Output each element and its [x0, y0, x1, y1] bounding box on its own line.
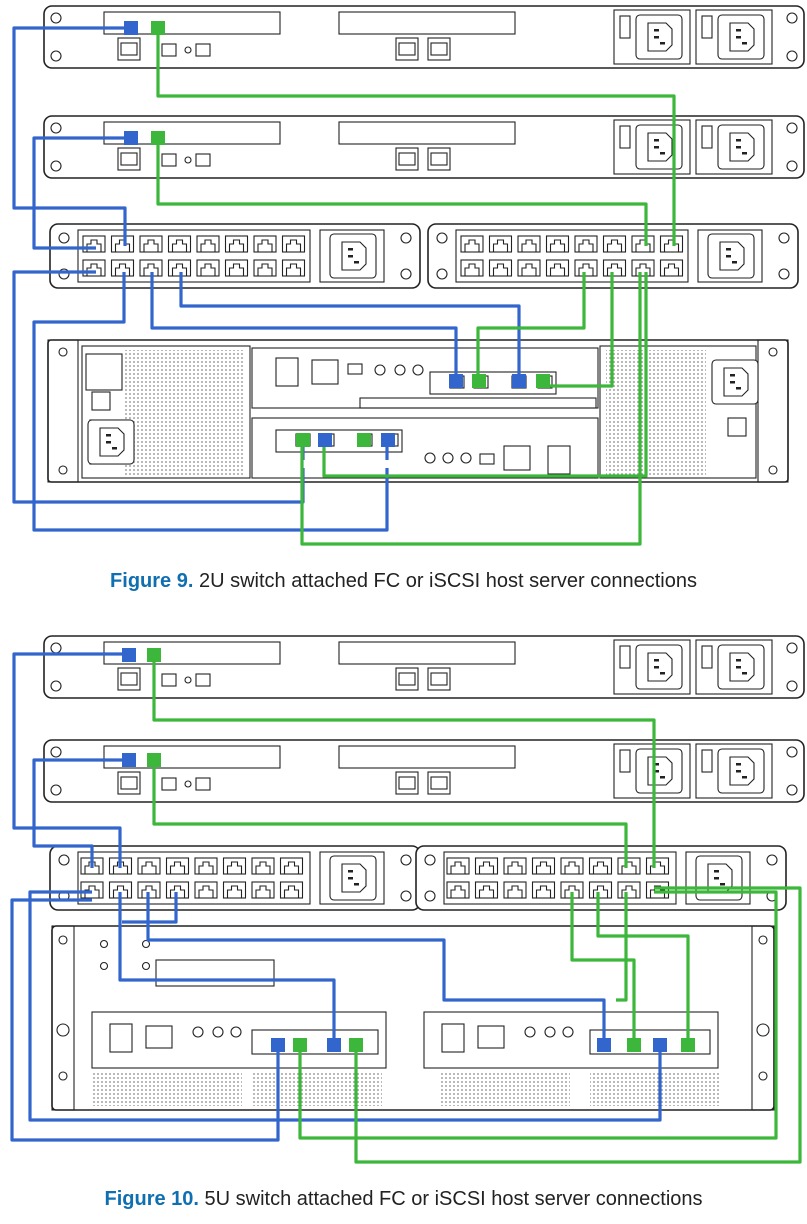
- network-port-icon: [503, 857, 527, 875]
- network-port-icon: [253, 259, 277, 277]
- network-port-icon: [460, 235, 484, 253]
- storage-enclosure-5u: [51, 925, 775, 1111]
- switch-b: [416, 846, 786, 910]
- network-port-icon: [588, 881, 613, 899]
- network-port-icon: [446, 857, 470, 875]
- figure-9-caption: Figure 9. 2U switch attached FC or iSCSI…: [0, 570, 807, 593]
- network-port-icon: [602, 259, 627, 277]
- fig10-cables-green: [152, 654, 802, 1164]
- figure-10-caption: Figure 10. 5U switch attached FC or iSCS…: [0, 1188, 807, 1211]
- network-port-icon: [531, 881, 556, 899]
- fig10-connector-squares: [122, 648, 695, 1052]
- figure-label: Figure 9.: [110, 570, 194, 592]
- network-port-icon: [139, 235, 163, 253]
- network-port-icon: [281, 235, 306, 253]
- network-port-icon: [224, 235, 249, 253]
- network-port-icon: [253, 235, 277, 253]
- network-port-icon: [574, 259, 598, 277]
- network-port-icon: [222, 881, 247, 899]
- switch-a: [50, 224, 420, 288]
- figure-9-diagram: [12, 6, 804, 546]
- network-port-icon: [588, 857, 613, 875]
- network-port-icon: [659, 235, 684, 253]
- network-port-icon: [488, 259, 513, 277]
- network-port-icon: [165, 857, 190, 875]
- network-port-icon: [82, 235, 106, 253]
- network-port-icon: [488, 235, 513, 253]
- network-port-icon: [631, 235, 655, 253]
- network-port-icon: [196, 235, 220, 253]
- network-port-icon: [474, 857, 499, 875]
- host-server-1: [44, 636, 804, 698]
- network-port-icon: [222, 857, 247, 875]
- network-port-icon: [645, 881, 670, 899]
- network-port-icon: [545, 259, 570, 277]
- network-port-icon: [602, 235, 627, 253]
- network-port-icon: [617, 857, 641, 875]
- network-port-icon: [137, 857, 161, 875]
- host-server-2: [44, 740, 804, 802]
- fig9-connector-squares: [124, 21, 550, 447]
- network-port-icon: [531, 857, 556, 875]
- network-port-icon: [110, 235, 135, 253]
- network-port-icon: [645, 857, 670, 875]
- network-port-icon: [80, 881, 104, 899]
- fig10-cables-blue: [10, 652, 662, 1142]
- network-port-icon: [224, 259, 249, 277]
- network-port-icon: [446, 881, 470, 899]
- network-port-icon: [574, 235, 598, 253]
- network-port-icon: [279, 857, 304, 875]
- network-port-icon: [196, 259, 220, 277]
- network-port-icon: [503, 881, 527, 899]
- network-port-icon: [281, 259, 306, 277]
- network-port-icon: [517, 259, 541, 277]
- switch-a: [50, 846, 420, 910]
- figure-10-diagram: [10, 636, 804, 1164]
- network-port-icon: [474, 881, 499, 899]
- network-port-icon: [545, 235, 570, 253]
- fig9-cables-green: [156, 28, 676, 546]
- network-port-icon: [631, 259, 655, 277]
- network-port-icon: [460, 259, 484, 277]
- network-port-icon: [517, 235, 541, 253]
- network-port-icon: [251, 881, 275, 899]
- network-port-icon: [279, 881, 304, 899]
- network-port-icon: [617, 881, 641, 899]
- network-port-icon: [560, 857, 584, 875]
- fig9-cables-blue: [12, 26, 521, 532]
- network-port-icon: [194, 857, 218, 875]
- figure-label: Figure 10.: [104, 1188, 199, 1210]
- storage-enclosure-2u: [47, 339, 789, 483]
- network-port-icon: [659, 259, 684, 277]
- network-port-icon: [194, 881, 218, 899]
- figure-caption-text: 2U switch attached FC or iSCSI host serv…: [193, 570, 697, 592]
- network-port-icon: [251, 857, 275, 875]
- figure-caption-text: 5U switch attached FC or iSCSI host serv…: [198, 1188, 703, 1210]
- network-port-icon: [167, 235, 192, 253]
